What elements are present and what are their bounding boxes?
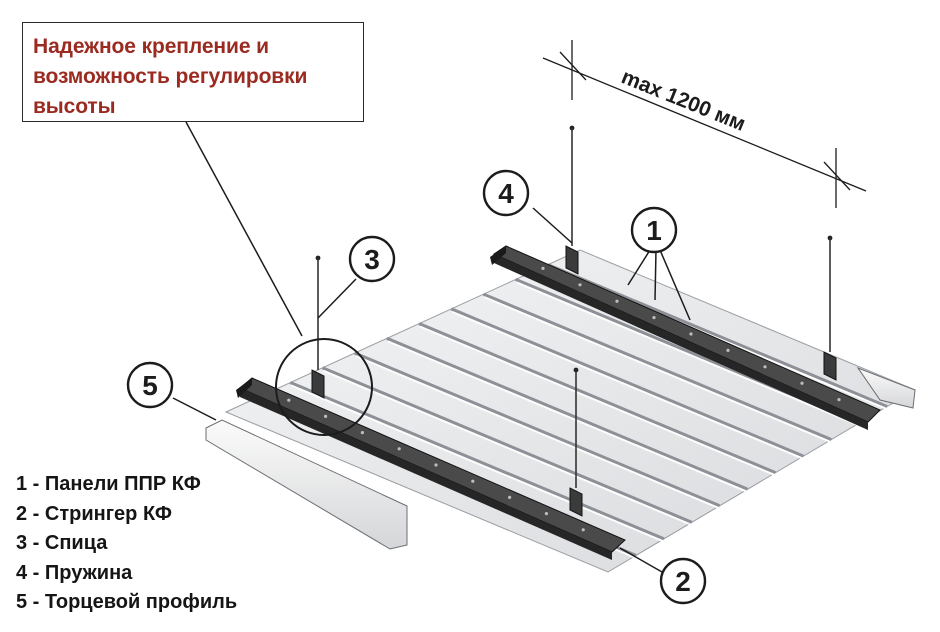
panel-rib [354,351,721,508]
panel-rib [321,366,693,524]
marker-1: 1 [630,206,678,254]
panel-rib [289,381,665,541]
stringer-hole [578,283,582,287]
stringer-hole [508,495,512,499]
stringer-hole [726,348,730,352]
stringer-front [236,377,626,560]
detail-magnifier-circle [275,338,373,436]
panel-ribs [257,263,889,560]
panel-rib-highlight [290,384,666,543]
stringer-hole [287,398,291,402]
legend-item-5: 5 - Торцевой профиль [16,591,238,613]
panel-rib [547,263,888,409]
marker-2-number: 2 [675,566,691,597]
legend-item-1: 1 - Панели ППР КФ [16,473,201,495]
marker-1-number: 1 [646,215,662,246]
panel-rib-highlight [451,310,805,461]
panel-rib [386,336,749,491]
leader-lines [172,121,691,573]
marker-5-number: 5 [142,370,158,401]
legend-item-4: 4 - Пружина [16,561,133,584]
stringer-hole [763,365,767,369]
stringer-hole [689,332,693,336]
hanger-rods [311,125,837,517]
panel-rib-highlight [387,340,749,494]
stringer-hole [837,398,841,402]
marker-4-number: 4 [498,178,514,209]
callout-line-3: высоты [33,95,116,118]
stringer-hole [471,479,475,483]
callout-box: Надежное крепление и возможность регулир… [22,22,364,122]
legend-item-2: 2 - Стрингер КФ [16,502,172,525]
dimension-label: max 1200 мм [618,65,749,136]
stringer-hole [581,528,585,532]
spring-clip [311,369,325,399]
stringer-hole [397,447,401,451]
stringer-hole [800,381,804,385]
panel-rib-highlight [516,281,861,428]
stringer-hole [434,463,438,467]
panel-rib [418,322,777,475]
stringer-hole [652,316,656,320]
stringer-hole [360,431,364,435]
marker-2: 2 [659,557,707,605]
marker-3-number: 3 [364,244,380,275]
panel-rib-highlight [355,355,722,510]
stringer-hole [544,511,549,516]
panel-rib [450,307,804,458]
stringer-hole [615,299,619,303]
panel-rib-highlight [484,296,833,444]
marker-4: 4 [482,169,530,217]
stringer-holes [287,266,841,532]
spring-clip [823,351,837,381]
panel-rib [482,292,832,442]
callout-line-1: Надежное крепление и [33,35,269,58]
legend-item-3: 3 - Спица [16,532,108,554]
dimension [542,40,867,208]
end-profile-right [856,366,916,409]
panel-rib-highlight [419,325,777,477]
spring-clip [565,245,579,275]
callout-line-2: возможность регулировки [33,65,308,88]
stringer-hole [541,266,545,270]
marker-5: 5 [126,361,174,409]
legend: 1 - Панели ППР КФ 2 - Стрингер КФ 3 - Сп… [16,470,237,618]
stringer-hole [324,414,328,418]
end-profile [205,419,408,550]
panel-rib-highlight [323,369,694,527]
spring-clip [569,487,583,517]
marker-3: 3 [348,235,396,283]
stringer-back [490,245,881,430]
